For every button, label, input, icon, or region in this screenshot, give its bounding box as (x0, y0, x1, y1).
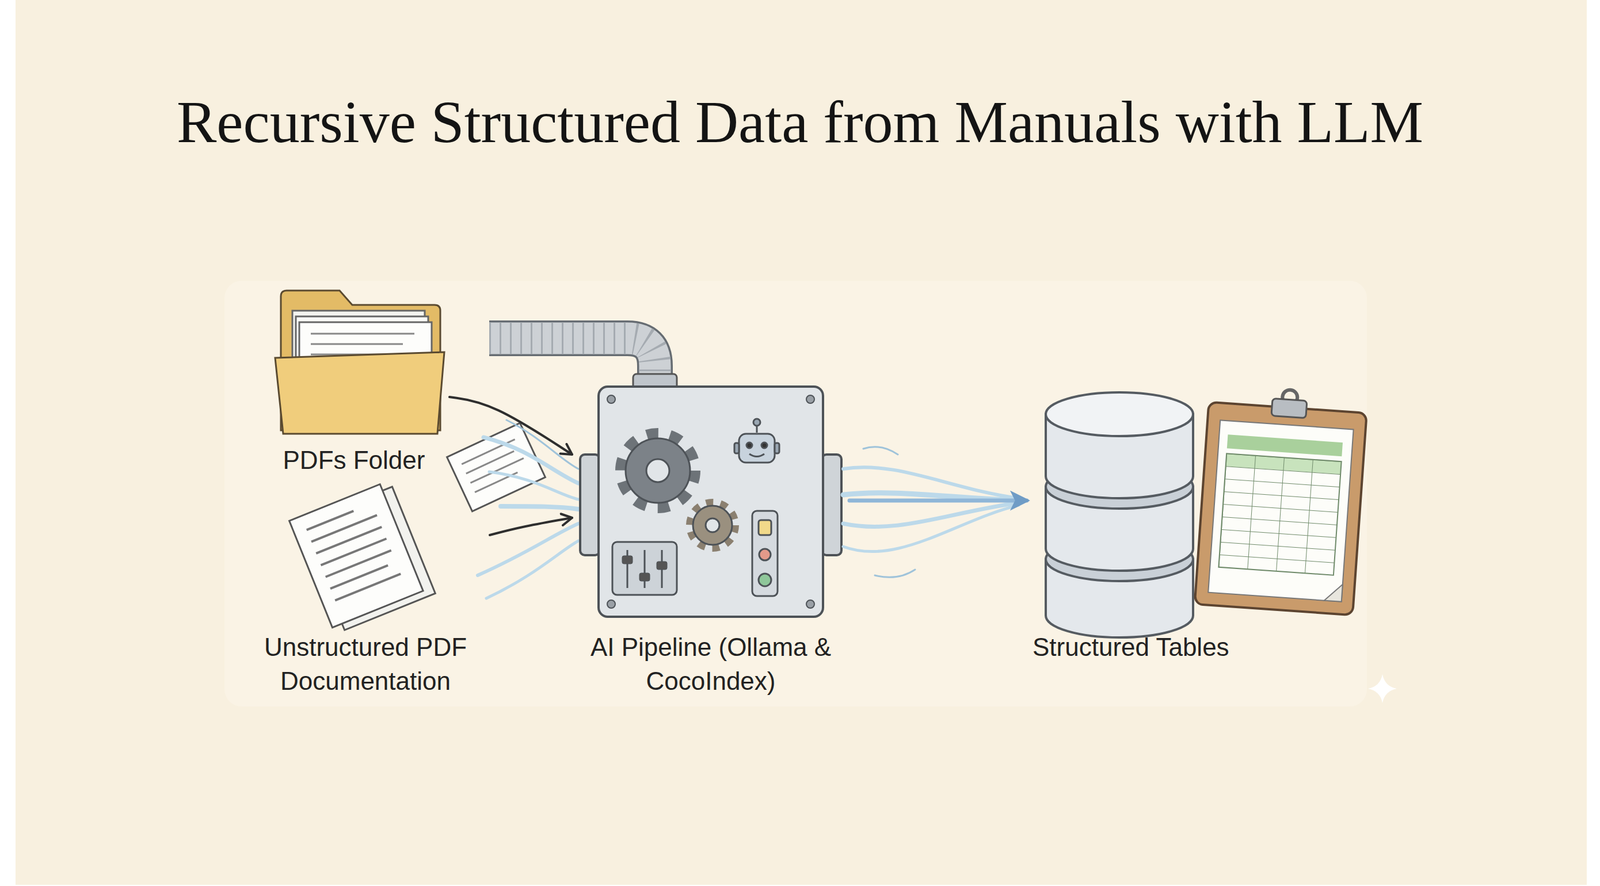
panel (224, 280, 1367, 707)
illustrated-node: Structured Tables (1029, 391, 1366, 665)
robot-icon (734, 418, 780, 463)
output-stream (843, 447, 1019, 578)
documents-icon (289, 480, 436, 635)
clipboard-icon (1194, 384, 1369, 616)
node-label: AI Pipeline (Ollama & CocoIndex) (574, 630, 848, 699)
node-label: PDFs Folder (260, 443, 448, 478)
intake-duct (489, 338, 677, 390)
flow-arrow (489, 517, 573, 536)
flow-arrow (849, 498, 1027, 504)
flow-arrow (449, 397, 573, 455)
illustrated-node: Unstructured PDF Documentation (243, 489, 488, 699)
flying-paper (447, 423, 546, 512)
database-icon (1045, 392, 1194, 638)
sparkle (1368, 674, 1397, 704)
input-stream (477, 420, 579, 599)
slider-panel (612, 542, 677, 596)
folder-icon (275, 290, 445, 434)
pipeline-machine (580, 386, 842, 617)
gear (690, 503, 735, 548)
diagram-title: Recursive Structured Data from Manuals w… (0, 86, 1600, 159)
node-label: Structured Tables (1029, 630, 1366, 665)
illustrated-node: PDFs Folder (260, 282, 448, 478)
node-label: Unstructured PDF Documentation (243, 630, 488, 699)
illustrated-node: AI Pipeline (Ollama & CocoIndex) (574, 379, 848, 699)
indicator-panel (752, 511, 778, 597)
gear (622, 435, 694, 507)
